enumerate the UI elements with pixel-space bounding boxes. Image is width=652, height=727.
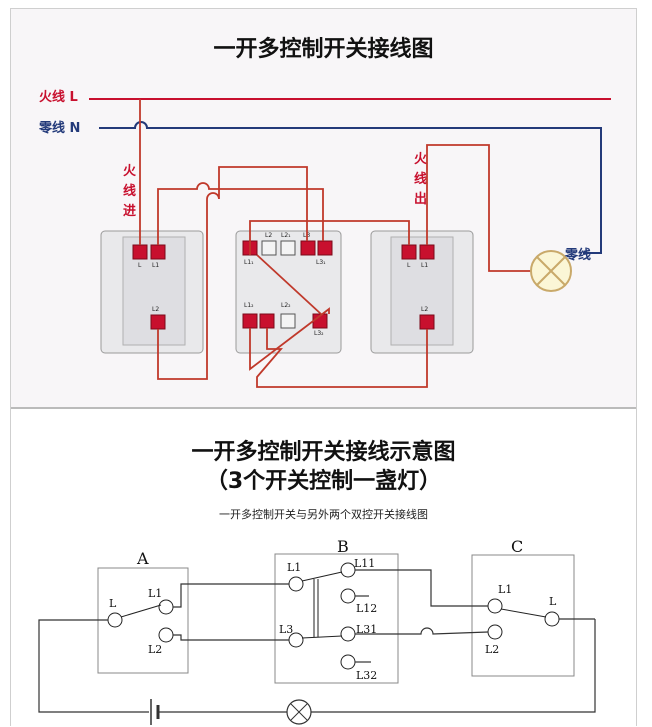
- box-c-label: C: [511, 537, 523, 556]
- b-term-l31: L31: [356, 623, 377, 636]
- live-out-char-2: 线: [414, 171, 427, 187]
- b-term-l11: L11: [354, 557, 375, 570]
- a-terminals: [107, 599, 174, 643]
- battery-icon: [150, 699, 160, 725]
- mid-term-l11: L1₁: [244, 259, 254, 266]
- mid-term-l12: L1₂: [244, 302, 254, 309]
- live-label: 火线 L: [39, 89, 78, 105]
- lamp-icon: [530, 250, 572, 292]
- mid-term-l21: L2₁: [281, 232, 291, 239]
- middle-switch-module: L2 L2₁ L3 L1₁ L3₁ L1₂ L2₂ L3₂: [235, 230, 342, 354]
- live-in-char-2: 线: [123, 183, 136, 199]
- left-switch-module: L L1 L2: [100, 230, 204, 354]
- box-a-label: A: [136, 549, 149, 568]
- right-term-l1: L1: [421, 262, 428, 269]
- live-out-char-3: 出: [414, 191, 427, 207]
- switch-box-b: [274, 553, 399, 684]
- schematic-subtitle: （3个开关控制一盏灯）: [205, 469, 442, 494]
- left-term-l2: L2: [152, 306, 159, 313]
- a-term-l: L: [109, 597, 117, 610]
- neutral-label: 零线 N: [38, 120, 80, 136]
- schematic-wires: [38, 569, 596, 713]
- right-switch-module: L L1 L2: [370, 230, 474, 354]
- c-term-l1: L1: [498, 583, 512, 596]
- b-term-l1: L1: [287, 561, 301, 574]
- a-term-l1: L1: [148, 587, 162, 600]
- b-terminals: [288, 562, 356, 670]
- schematic-panel: 一开多控制开关接线示意图 （3个开关控制一盏灯） 一开多控制开关与另外两个双控开…: [11, 409, 636, 727]
- wiring-photo-diagram: 火线 L 零线 N 火 线 进 火 线 出 L L1 L2: [38, 89, 611, 388]
- schematic-title: 一开多控制开关接线示意图: [191, 440, 456, 465]
- c-term-l: L: [549, 595, 557, 608]
- neutral-bus-line: [99, 121, 602, 254]
- live-in-char-3: 进: [123, 204, 136, 219]
- b-lever-bottom: [301, 635, 343, 639]
- red-wires: [139, 99, 531, 388]
- wiring-photo-panel: 一开多控制开关接线图 火线 L 零线 N 火 线 进 火 线 出 L: [11, 9, 636, 409]
- schematic-diagram: A B C L L1 L2: [38, 537, 596, 725]
- a-term-l2: L2: [148, 643, 162, 656]
- c-terminals: [487, 598, 560, 640]
- mid-term-l22: L2₂: [281, 302, 291, 309]
- live-out-char-1: 火: [414, 152, 428, 167]
- left-term-l: L: [138, 262, 142, 269]
- diagram-frame: 一开多控制开关接线图 火线 L 零线 N 火 线 进 火 线 出 L: [10, 8, 637, 727]
- b-lever-top: [301, 571, 343, 582]
- b-term-l32: L32: [356, 669, 377, 682]
- switch-box-c: [471, 554, 575, 677]
- c-term-l2: L2: [485, 643, 499, 656]
- lamp-neutral-label: 零线: [564, 247, 591, 263]
- box-b-label: B: [337, 537, 349, 556]
- a-switch-lever: [120, 604, 162, 618]
- right-term-l: L: [407, 262, 411, 269]
- c-switch-lever: [500, 608, 547, 618]
- live-in-char-1: 火: [123, 164, 137, 179]
- left-term-l1: L1: [152, 262, 159, 269]
- schematic-lamp-icon: [286, 699, 312, 725]
- b-term-l3: L3: [279, 623, 293, 636]
- mid-term-l32: L3₂: [314, 330, 324, 337]
- mid-term-l31: L3₁: [316, 259, 326, 266]
- schematic-caption: 一开多控制开关与另外两个双控开关接线图: [219, 508, 428, 521]
- b-term-l12: L12: [356, 602, 377, 615]
- top-title: 一开多控制开关接线图: [213, 37, 434, 62]
- right-term-l2: L2: [421, 306, 428, 313]
- mid-term-l2: L2: [265, 232, 272, 239]
